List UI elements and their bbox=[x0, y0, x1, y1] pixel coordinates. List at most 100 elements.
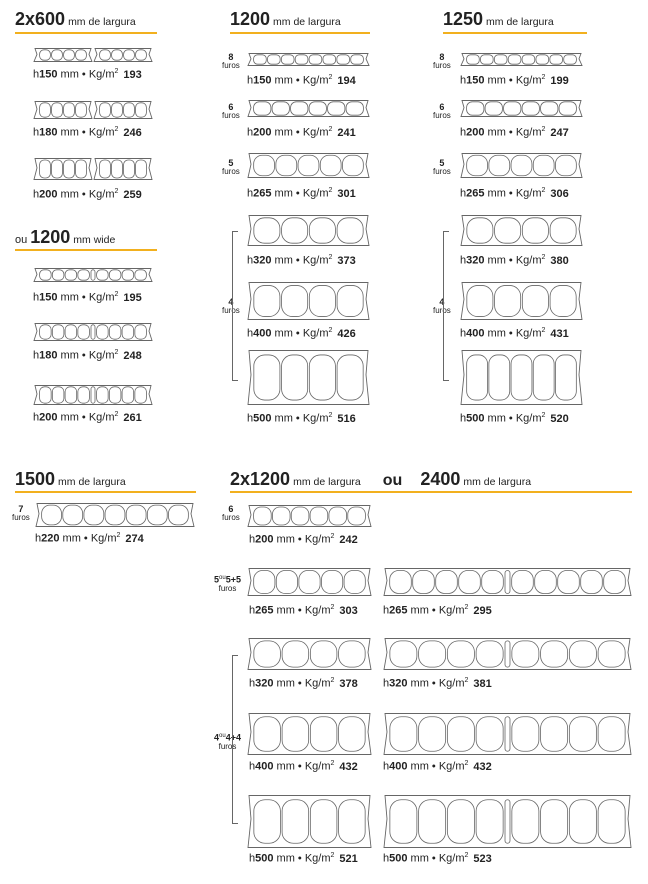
slab-outline bbox=[460, 282, 583, 320]
height-value: 150 bbox=[466, 74, 485, 87]
slab-hole bbox=[77, 324, 90, 340]
slab-hole bbox=[275, 154, 298, 177]
weight-value: 523 bbox=[473, 852, 492, 865]
slab-hole bbox=[39, 49, 51, 61]
slab-hole bbox=[135, 159, 147, 179]
furos-text: furos bbox=[222, 61, 240, 70]
slab-outline bbox=[247, 282, 370, 320]
slab-hole bbox=[308, 285, 336, 317]
height-prefix: h bbox=[33, 411, 40, 424]
slab-hole bbox=[51, 386, 65, 404]
slab-hole bbox=[322, 54, 337, 65]
group-bracket bbox=[232, 655, 238, 824]
title: 2x600 bbox=[15, 9, 66, 29]
slab-outline bbox=[93, 48, 153, 62]
slab-drawing bbox=[33, 48, 153, 62]
height-prefix: h bbox=[460, 126, 467, 139]
height-prefix: h bbox=[460, 74, 467, 87]
height-prefix: h bbox=[383, 604, 390, 617]
slab-cross-section bbox=[383, 795, 632, 848]
slab-outline bbox=[460, 215, 583, 246]
furos-text: furos bbox=[222, 111, 240, 120]
slab-hole bbox=[51, 159, 63, 179]
slab-cross-section bbox=[247, 350, 370, 405]
slab-hole bbox=[64, 269, 78, 281]
unit-text: mm • Kg/m bbox=[484, 126, 542, 139]
unit-text: mm • Kg/m bbox=[273, 677, 331, 690]
slab-hole bbox=[597, 799, 626, 844]
slab-hole bbox=[563, 54, 577, 65]
slab-cross-section bbox=[33, 323, 153, 341]
unit-exponent: 2 bbox=[328, 126, 333, 133]
slab-hole bbox=[77, 269, 90, 281]
height-prefix: h bbox=[247, 126, 254, 139]
divider bbox=[443, 32, 587, 34]
unit-exponent: 2 bbox=[541, 187, 546, 194]
slab-hole bbox=[271, 101, 290, 116]
unit-exponent: 2 bbox=[464, 604, 469, 611]
slab-drawing bbox=[247, 100, 370, 117]
hole-count: 7 bbox=[18, 504, 24, 514]
slab-drawing bbox=[247, 638, 372, 670]
slab-outline bbox=[460, 100, 583, 117]
title: 1500 bbox=[15, 469, 56, 489]
height-prefix: h bbox=[35, 532, 42, 545]
weight-value: 259 bbox=[123, 188, 142, 201]
slab-cross-section bbox=[33, 385, 153, 405]
unit-exponent: 2 bbox=[330, 604, 335, 611]
slab-hole bbox=[475, 640, 504, 668]
hole-count: 6 bbox=[439, 102, 445, 112]
slab-cross-section bbox=[383, 568, 632, 596]
height-prefix: h bbox=[33, 68, 40, 81]
slab-hole bbox=[121, 324, 135, 340]
unit-text: mm • Kg/m bbox=[273, 533, 331, 546]
slab-hole bbox=[125, 504, 147, 526]
slab-hole bbox=[466, 54, 480, 65]
slab-hole bbox=[345, 101, 364, 116]
slab-hole bbox=[253, 506, 272, 526]
slab-hole bbox=[39, 102, 51, 118]
shear-key bbox=[90, 324, 96, 340]
slab-outline bbox=[247, 638, 372, 670]
height-prefix: h bbox=[249, 852, 256, 865]
slab-cross-section bbox=[33, 101, 153, 119]
slab-hole bbox=[458, 570, 481, 594]
slab-hole bbox=[309, 716, 338, 752]
weight-value: 516 bbox=[337, 412, 356, 425]
height-prefix: h bbox=[460, 254, 467, 267]
slab-hole bbox=[308, 217, 336, 244]
slab-hole bbox=[494, 285, 522, 317]
height-prefix: h bbox=[249, 760, 256, 773]
slab-drawing bbox=[247, 568, 372, 596]
group-bracket bbox=[443, 231, 449, 381]
slab-outline bbox=[247, 505, 372, 527]
slab-hole bbox=[540, 640, 569, 668]
slab-drawing bbox=[460, 100, 583, 117]
unit-exponent: 2 bbox=[464, 677, 469, 684]
slab-hole bbox=[253, 799, 281, 844]
slab-drawing bbox=[247, 53, 370, 66]
slab-hole bbox=[51, 102, 63, 118]
height-value: 500 bbox=[255, 852, 274, 865]
slab-hole bbox=[108, 324, 122, 340]
slab-hole bbox=[39, 386, 52, 404]
slab-drawing bbox=[460, 282, 583, 320]
hole-count-alt: 4+4 bbox=[225, 732, 241, 743]
slab-hole bbox=[75, 49, 87, 61]
slab-hole bbox=[389, 570, 412, 594]
shear-key bbox=[90, 269, 96, 281]
slab-hole bbox=[298, 570, 321, 594]
hole-count: 8 bbox=[439, 52, 445, 62]
subtitle: mm de largura bbox=[273, 16, 341, 28]
